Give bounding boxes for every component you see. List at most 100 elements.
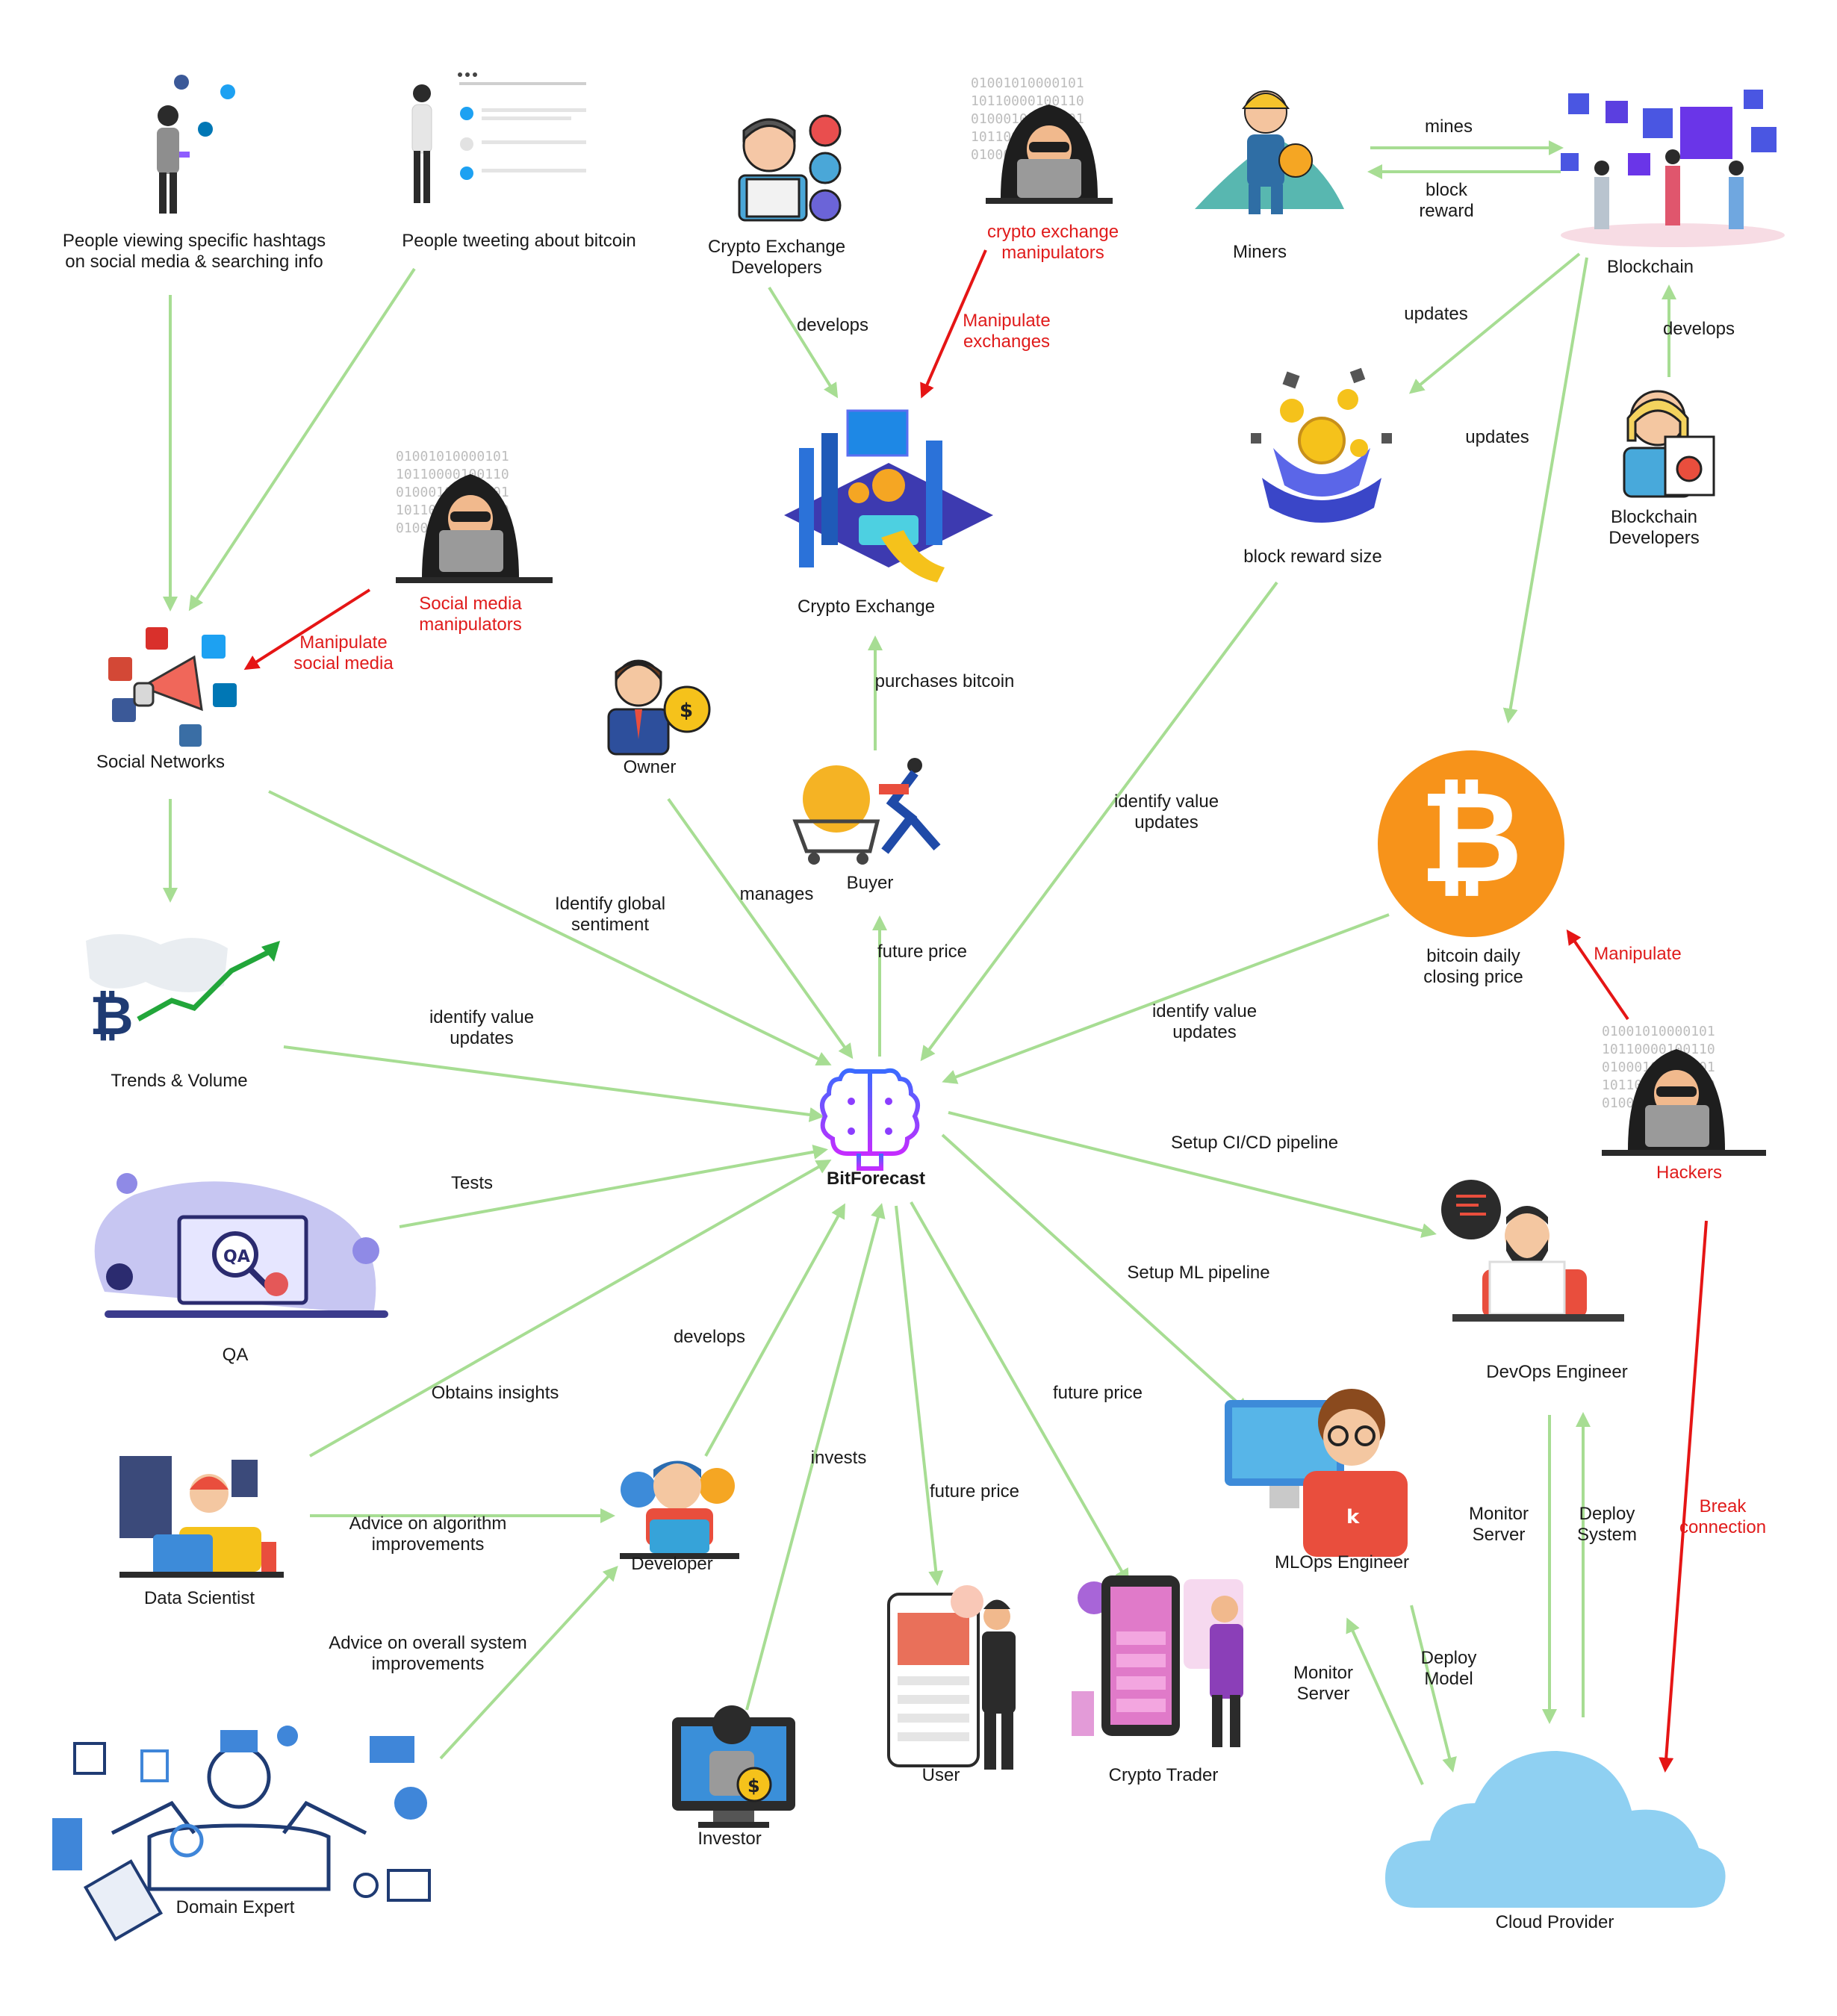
edge-qa-tests xyxy=(399,1145,828,1228)
data-scientist-icon xyxy=(119,1456,284,1578)
edge-label-future-price-trader: future price xyxy=(1053,1383,1143,1403)
edge-owner-manages xyxy=(667,797,854,1060)
edge-label-miners-mine: mines xyxy=(1425,116,1473,137)
svg-text:$: $ xyxy=(747,1776,760,1796)
developer-code-icon xyxy=(620,1460,739,1559)
node-label-tweeters: People tweeting about bitcoin xyxy=(402,231,636,251)
node-label-hackers: Hackers xyxy=(1656,1163,1722,1183)
edge-tweet-to-social xyxy=(188,267,416,612)
edge-hackers-manipulate xyxy=(1566,929,1629,1021)
edge-blockchain-updates-bitcoin xyxy=(1502,257,1588,724)
node-label-owner: Owner xyxy=(624,757,677,777)
edge-mlops-monitor xyxy=(1346,1617,1424,1785)
person-phone-social-icon xyxy=(157,75,235,214)
node-label-bitforecast: BitForecast xyxy=(827,1169,925,1189)
edge-ml-pipeline xyxy=(941,1133,1249,1413)
node-label-data-scientist: Data Scientist xyxy=(144,1588,255,1608)
hooded-hacker-icon: 01001010000101 10110000100110 0100010010… xyxy=(396,449,553,583)
shopping-cart-coin-icon xyxy=(792,758,941,865)
cloud-icon xyxy=(1385,1751,1726,1908)
edge-investor-invests xyxy=(745,1203,886,1711)
edge-manipulate-exchanges xyxy=(920,249,987,399)
coin-explosion-icon xyxy=(1251,367,1392,523)
edge-label-hackers-manipulate: Manipulate xyxy=(1594,944,1681,964)
edge-devs-develop-exchange xyxy=(768,286,839,399)
bitcoin-trend-arrow-icon: ₿ xyxy=(86,934,280,1047)
node-label-crypto-trader: Crypto Trader xyxy=(1109,1765,1219,1785)
qa-magnifier-icon: QA xyxy=(94,1173,388,1318)
edge-label-owner-manages: manages xyxy=(740,884,814,904)
miner-icon xyxy=(1195,90,1344,214)
bitcoin-icon: ₿ xyxy=(1378,750,1564,937)
megaphone-social-icon xyxy=(108,627,237,747)
edge-bitcoin-value-updates xyxy=(942,913,1390,1084)
node-label-crypto-exchange: Crypto Exchange xyxy=(798,597,935,617)
edge-label-cicd: Setup CI/CD pipeline xyxy=(1171,1133,1338,1153)
hooded-hacker-icon: 01001010000101 10110000100110 0100010010… xyxy=(1602,1024,1766,1156)
edge-blockchain-updates-reward xyxy=(1408,252,1581,394)
edge-label-buyer-purchases: purchases bitcoin xyxy=(875,671,1015,691)
edge-label-ml-pipeline: Setup ML pipeline xyxy=(1127,1263,1269,1283)
user-phone-app-icon xyxy=(887,1585,1016,1770)
svg-text:10110000100110: 10110000100110 xyxy=(971,93,1084,109)
edge-mlops-deploy xyxy=(1410,1605,1457,1773)
edge-future-price-trader xyxy=(910,1201,1129,1584)
node-label-developer: Developer xyxy=(631,1554,712,1574)
node-label-investor: Investor xyxy=(697,1829,761,1849)
edge-label-bc-devs-develop: develops xyxy=(1663,319,1735,339)
node-label-social-networks: Social Networks xyxy=(96,752,225,772)
edge-label-qa-tests: Tests xyxy=(451,1173,493,1193)
svg-text:$: $ xyxy=(680,700,693,722)
exchange-isometric-icon xyxy=(784,409,993,582)
node-label-mlops: MLOps Engineer xyxy=(1275,1552,1409,1572)
qa-text: QA xyxy=(223,1248,250,1266)
edge-break-connection xyxy=(1659,1220,1708,1773)
node-label-block-reward: block reward size xyxy=(1243,547,1381,567)
businessman-dollar-gear-icon: $ xyxy=(607,659,711,756)
svg-text:10110000100110: 10110000100110 xyxy=(1602,1042,1715,1057)
blockchain-cubes-icon xyxy=(1561,90,1785,247)
icons-layer: 01001010000101 10110000100110 0100010010… xyxy=(52,72,1785,1941)
node-label-blockchain: Blockchain xyxy=(1607,257,1694,277)
node-label-qa: QA xyxy=(223,1345,249,1365)
developer-laptop-icon xyxy=(738,114,842,222)
edge-label-ds-insights: Obtains insights xyxy=(432,1383,559,1403)
node-label-domain-expert: Domain Expert xyxy=(176,1897,295,1917)
svg-text:01001010000101: 01001010000101 xyxy=(971,75,1084,91)
edge-social-sentiment xyxy=(268,790,832,1065)
investor-monitor-icon: $ xyxy=(672,1705,795,1828)
edge-ds-insights xyxy=(309,1160,832,1457)
node-label-devops: DevOps Engineer xyxy=(1486,1362,1627,1382)
bearded-engineer-icon xyxy=(1441,1180,1624,1322)
node-label-user: User xyxy=(922,1765,960,1785)
hooded-hacker-icon: 01001010000101 10110000100110 0100010010… xyxy=(971,75,1113,204)
edge-label-blockchain-updates-reward: updates xyxy=(1404,304,1467,324)
edge-manipulate-social xyxy=(243,588,371,671)
edge-trends-value-updates xyxy=(283,1045,824,1122)
mlops-engineer-icon: k xyxy=(1225,1389,1408,1557)
node-label-miners: Miners xyxy=(1233,242,1287,262)
edge-label-devs-develop-exchange: develops xyxy=(797,315,868,335)
svg-text:₿: ₿ xyxy=(1420,764,1523,912)
svg-text:01001010000101: 01001010000101 xyxy=(1602,1024,1715,1039)
brain-circuit-icon xyxy=(820,1068,920,1171)
